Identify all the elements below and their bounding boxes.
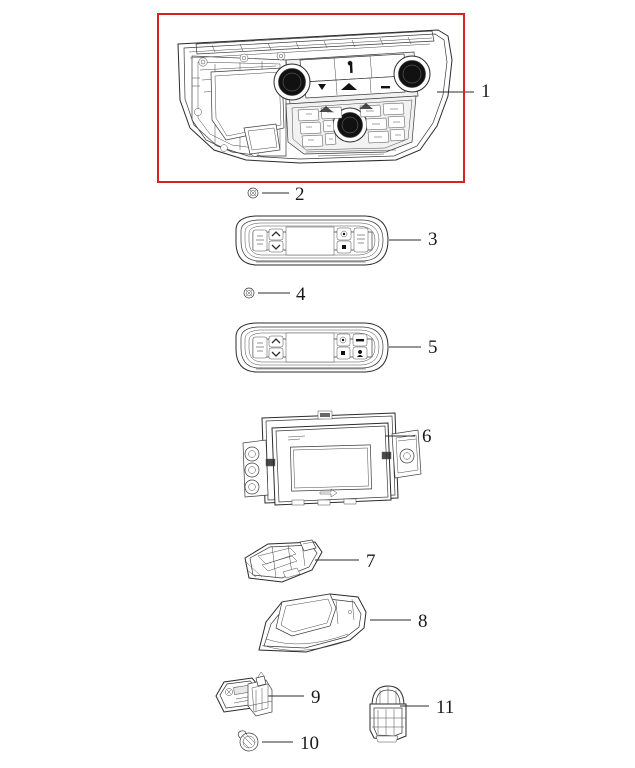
callout-number-2[interactable]: 2 [295,184,305,205]
callout-number-10[interactable]: 10 [300,733,319,754]
leader-lines [258,91,474,743]
part-1-instrument-panel-radio-bezel[interactable] [177,29,453,164]
callout-number-8[interactable]: 8 [418,611,428,632]
part-3-overhead-console-switch-module[interactable] [235,215,389,266]
selected-part-highlight [157,13,465,183]
part-5-overhead-console-switch-module-alt[interactable] [235,322,389,373]
part-7-microphone-bracket-assembly[interactable] [244,539,323,583]
callout-number-7[interactable]: 7 [366,551,376,572]
callout-number-3[interactable]: 3 [428,229,438,250]
part-2-screw[interactable] [247,187,259,199]
part-4-screw[interactable] [243,287,255,299]
part-9-antenna-module[interactable] [215,671,273,717]
callout-number-6[interactable]: 6 [422,426,432,447]
part-11-antenna-base[interactable] [369,685,407,743]
callout-number-9[interactable]: 9 [311,687,321,708]
callout-number-1[interactable]: 1 [481,81,491,102]
callout-number-5[interactable]: 5 [428,337,438,358]
part-10-antenna-cable-clip[interactable] [237,730,259,752]
callout-number-4[interactable]: 4 [296,284,306,305]
part-6-radio-display-head-unit[interactable] [242,410,422,506]
callout-number-11[interactable]: 11 [436,697,455,718]
part-8-overhead-console-housing[interactable] [258,593,367,653]
